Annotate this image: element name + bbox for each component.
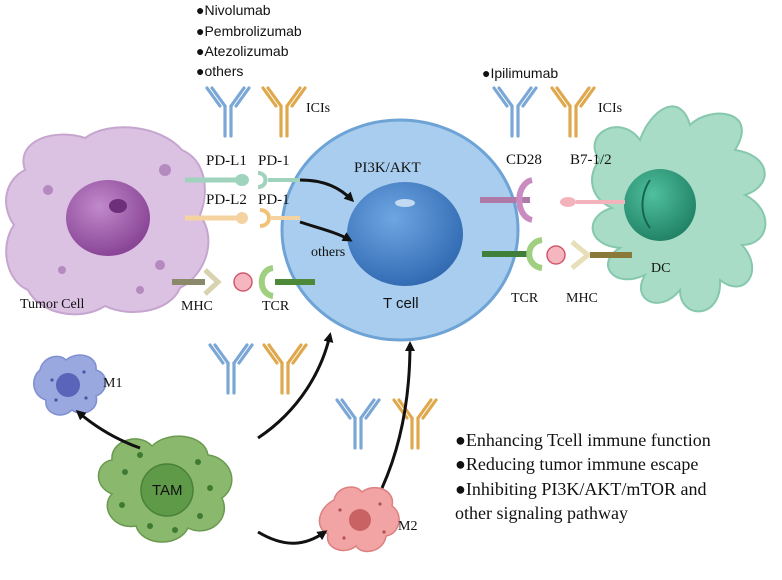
label-tcr-left: TCR	[262, 299, 290, 314]
drug-list-item-others: ●others	[196, 63, 244, 79]
m2-cell	[318, 486, 400, 553]
label-tumor-cell: Tumor Cell	[20, 297, 85, 312]
arrow-tam-to-tcell	[257, 332, 334, 440]
tumor-cell	[5, 126, 210, 316]
label-cd28: CD28	[506, 152, 542, 168]
label-b7: B7-1/2	[570, 152, 612, 168]
label-pi3k-akt: PI3K/AKT	[354, 160, 421, 176]
effect-item: ●Reducing tumor immune escape	[455, 454, 699, 475]
m1-cell	[33, 354, 107, 416]
arrow-pd1-to-others	[299, 220, 353, 242]
label-t-cell: T cell	[383, 295, 419, 312]
label-pd-l2: PD-L2	[206, 192, 247, 208]
arrows	[75, 178, 415, 545]
label-m2: M2	[398, 519, 418, 534]
label-tcr-right: TCR	[511, 291, 539, 306]
label-others-pathway: others	[311, 245, 346, 260]
label-mhc-right: MHC	[566, 291, 598, 306]
drug-ipilimumab: ●Ipilimumab	[482, 65, 559, 81]
dendritic-cell	[591, 105, 767, 313]
arrow-tam-to-m1	[75, 410, 141, 450]
arrow-pd1-to-pi3k	[299, 178, 355, 203]
label-dc: DC	[651, 261, 671, 276]
pd-l2-pd-1-pair	[185, 208, 300, 228]
label-mhc-left: MHC	[181, 299, 213, 314]
icis-label-right: ICIs	[598, 101, 623, 116]
tcell-nucleus	[347, 182, 463, 286]
pd-l1-pd-1-pair	[185, 171, 300, 189]
label-pd-1-bottom: PD-1	[258, 192, 290, 208]
effect-item: ●Inhibiting PI3K/AKT/mTOR and	[455, 478, 707, 499]
effects-list: ●Enhancing Tcell immune function ●Reduci…	[455, 428, 775, 525]
tam-cell	[97, 435, 233, 543]
mhc-tcr-left	[172, 265, 315, 299]
tumor-nucleus	[66, 180, 150, 256]
arrow-tam-to-m2	[257, 530, 328, 545]
drug-list-item-atezolizumab: ●Atezolizumab	[196, 43, 289, 59]
t-cell	[280, 118, 520, 342]
label-pd-l1: PD-L1	[206, 153, 247, 169]
cd28-b7-pair	[480, 177, 625, 223]
icis-label-left: ICIs	[306, 101, 331, 116]
tcr-mhc-right	[482, 237, 632, 271]
label-m1: M1	[103, 376, 123, 391]
effect-item: ●Enhancing Tcell immune function	[455, 430, 711, 450]
label-tam: TAM	[152, 482, 183, 499]
drug-list-item-nivolumab: ●Nivolumab	[196, 2, 271, 18]
arrow-m2-to-tcell	[380, 341, 415, 489]
label-pd-1-top: PD-1	[258, 153, 290, 169]
dc-nucleus	[624, 169, 696, 241]
effect-item: other signaling pathway	[455, 502, 628, 523]
drug-list-item-pembrolizumab: ●Pembrolizumab	[196, 23, 302, 39]
